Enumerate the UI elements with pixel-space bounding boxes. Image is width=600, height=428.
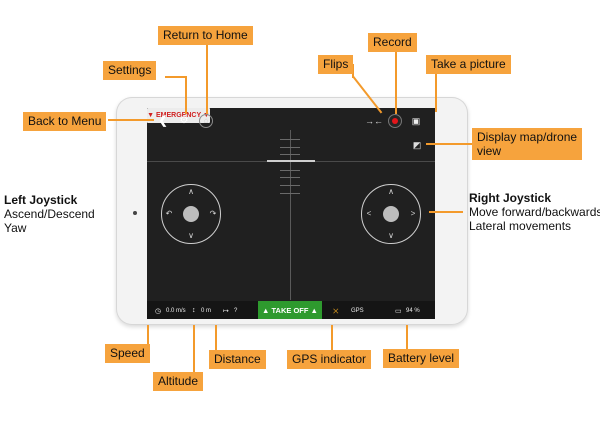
label-display-map-line1: Display map/drone	[477, 130, 578, 144]
connector-line	[165, 76, 187, 78]
label-battery-level: Battery level	[383, 349, 460, 368]
rotate-left-icon: ↶	[165, 209, 173, 218]
takeoff-button[interactable]: ▲ TAKE OFF ▲	[258, 301, 322, 319]
left-joystick-title: Left Joystick	[4, 193, 78, 207]
chevron-left-icon: <	[366, 209, 372, 218]
label-record: Record	[368, 33, 417, 52]
gear-icon: ⚙	[179, 115, 189, 126]
connector-line	[185, 76, 187, 114]
drone-app-screen: ❮ ⚙ ⌂ ▼ EMERGENCY ▼ →← ▣ ◩ ∧ ∨ ↶ ↷ ∧ ∨ <…	[147, 108, 435, 319]
double-chevron-up-icon: ∧	[388, 187, 394, 196]
label-speed: Speed	[105, 344, 150, 363]
connector-line	[108, 119, 154, 121]
record-button[interactable]	[388, 114, 402, 128]
pitch-tick	[280, 154, 300, 155]
connector-line	[426, 143, 476, 145]
rotate-right-icon: ↷	[209, 209, 217, 218]
left-joystick[interactable]: ∧ ∨ ↶ ↷	[161, 184, 221, 244]
settings-button[interactable]: ⚙	[177, 114, 191, 128]
chevron-left-icon: ❮	[158, 114, 168, 127]
pitch-tick	[280, 139, 300, 140]
right-joystick-desc1: Move forward/backwards	[469, 205, 600, 219]
camera-icon: ▣	[411, 115, 421, 126]
left-joystick-desc2: Yaw	[4, 221, 27, 235]
connector-line	[215, 325, 217, 353]
label-take-picture: Take a picture	[426, 55, 511, 74]
return-home-button[interactable]: ⌂	[199, 114, 213, 128]
flips-button[interactable]: →←	[365, 114, 383, 128]
label-altitude: Altitude	[153, 372, 204, 391]
home-icon: ⌂	[203, 116, 209, 125]
left-joystick-desc1: Ascend/Descend	[4, 207, 95, 221]
altitude-icon: ↕	[192, 307, 196, 314]
label-display-map: Display map/drone view	[472, 128, 583, 160]
right-joystick-knob[interactable]	[383, 206, 399, 222]
connector-line	[147, 325, 149, 353]
right-joystick-title: Right Joystick	[469, 191, 552, 205]
connector-line	[193, 325, 195, 373]
gps-label: GPS	[351, 308, 364, 314]
label-right-joystick: Right Joystick Move forward/backwards La…	[469, 191, 600, 233]
connector-line	[395, 52, 397, 114]
flip-icon: →←	[365, 115, 383, 126]
drone-gps-icon: ⨯	[332, 306, 340, 316]
connector-line	[429, 211, 463, 213]
label-gps-indicator: GPS indicator	[287, 350, 372, 369]
left-joystick-knob[interactable]	[183, 206, 199, 222]
double-chevron-down-icon: ∨	[388, 231, 394, 240]
pitch-tick	[280, 177, 300, 178]
connector-line	[331, 325, 333, 351]
right-joystick-desc2: Lateral movements	[469, 219, 572, 233]
connector-line	[435, 72, 437, 112]
label-display-map-line2: view	[477, 144, 502, 158]
take-picture-button[interactable]: ▣	[409, 114, 423, 128]
pitch-tick	[280, 147, 300, 148]
right-joystick[interactable]: ∧ ∨ < >	[361, 184, 421, 244]
back-button[interactable]: ❮	[156, 114, 170, 128]
chevron-up-icon: ∧	[188, 187, 194, 196]
distance-icon: ↦	[223, 308, 229, 315]
connector-line	[206, 44, 208, 114]
label-settings: Settings	[103, 61, 157, 80]
emergency-button[interactable]: ▼ EMERGENCY ▼	[147, 108, 210, 123]
chevron-down-icon: ∨	[188, 231, 194, 240]
speedometer-icon: ◷	[155, 308, 162, 315]
pitch-tick	[280, 170, 300, 171]
distance-value: ?	[234, 308, 238, 314]
label-distance: Distance	[209, 350, 266, 369]
camera-lens-dot	[133, 211, 137, 215]
label-return-home: Return to Home	[158, 26, 253, 45]
battery-value: 94 %	[406, 308, 420, 314]
attitude-indicator	[267, 160, 315, 162]
altitude-value: 0 m	[201, 308, 212, 314]
connector-line	[406, 325, 408, 351]
label-flips: Flips	[318, 55, 354, 74]
chevron-right-icon: >	[410, 209, 416, 218]
pitch-tick	[280, 193, 300, 194]
map-view-toggle[interactable]: ◩	[410, 138, 424, 152]
label-back-to-menu: Back to Menu	[23, 112, 107, 131]
speed-value: 0.0 m/s	[166, 308, 186, 314]
battery-icon: ▭	[395, 308, 402, 315]
label-left-joystick: Left Joystick Ascend/Descend Yaw	[4, 193, 95, 235]
center-vertical-line	[290, 130, 291, 300]
pitch-tick	[280, 185, 300, 186]
record-icon	[392, 118, 398, 124]
map-view-icon: ◩	[412, 139, 422, 150]
